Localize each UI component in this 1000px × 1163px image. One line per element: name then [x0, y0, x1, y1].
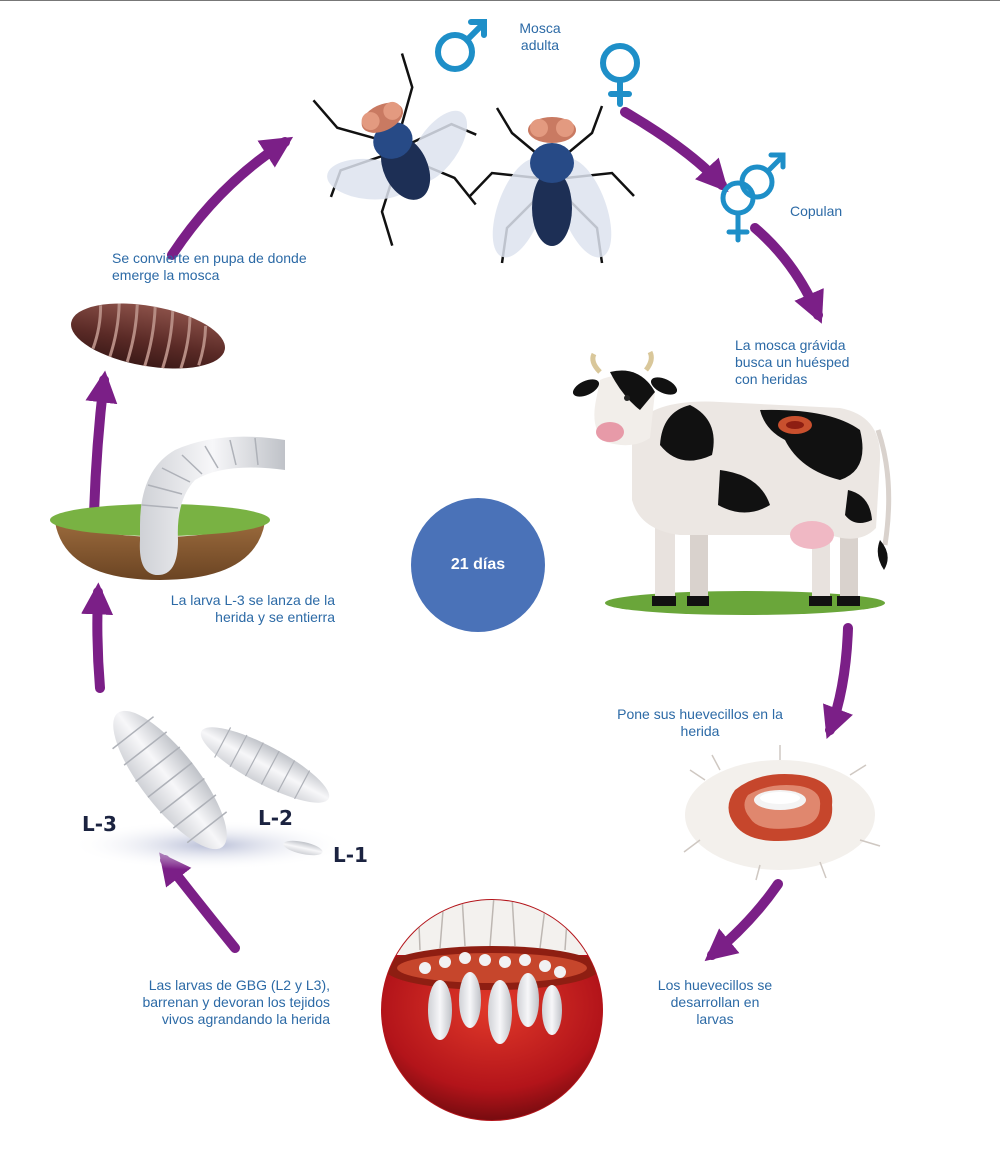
arrow-host-to-eggs — [823, 623, 853, 739]
label-pupa: Se convierte en pupa de donde emerge la … — [112, 250, 307, 283]
stage-label-l3: L-3 — [82, 812, 117, 836]
larva-l1 — [283, 840, 323, 856]
cycle-duration-label: 21 días — [450, 556, 506, 573]
adult-fly-male — [312, 53, 477, 246]
label-feeding: Las larvas de GBG (L2 y L3), barrenan y … — [142, 977, 330, 1027]
wound-eggs-illustration — [683, 745, 881, 881]
arrow-feeding-to-l3 — [159, 852, 240, 953]
female-symbol-icon — [600, 43, 640, 107]
larva-l3 — [112, 710, 228, 850]
arrow-fly-to-copulate — [620, 107, 729, 193]
arrow-pupa-to-fly — [167, 136, 294, 260]
label-host: La mosca grávida busca un huésped con he… — [735, 337, 850, 387]
magnified-wound-illustration — [381, 899, 603, 1121]
burrowing-larva-illustration — [50, 436, 285, 580]
arrow-burrow-to-pupa — [85, 370, 118, 520]
male-symbol-icon — [435, 19, 487, 72]
top-border — [0, 0, 1000, 1]
label-adult-fly: Mosca adulta — [519, 20, 561, 53]
label-copulate: Copulan — [790, 203, 843, 219]
label-burrow: La larva L-3 se lanza de la herida y se … — [170, 592, 335, 625]
cow-illustration — [572, 350, 892, 615]
adult-fly-female — [469, 105, 635, 264]
arrow-eggs-to-larvae — [704, 879, 783, 962]
arrow-copulate-to-host — [750, 223, 824, 324]
stage-label-l1: L-1 — [333, 843, 368, 867]
pupa-illustration — [71, 303, 225, 369]
cycle-duration-circle: 21 días — [411, 498, 545, 632]
arrow-l3-to-burrow — [81, 582, 114, 693]
couple-symbol-icon — [720, 152, 786, 243]
larvae-stages-illustration — [70, 710, 350, 870]
larva-l2 — [200, 727, 330, 803]
cycle-arrows — [81, 107, 853, 962]
label-eggs: Pone sus huevecillos en la herida — [617, 706, 783, 739]
stage-label-l2: L-2 — [258, 806, 293, 830]
label-larvae: Los huevecillos se desarrollan en larvas — [657, 977, 773, 1027]
